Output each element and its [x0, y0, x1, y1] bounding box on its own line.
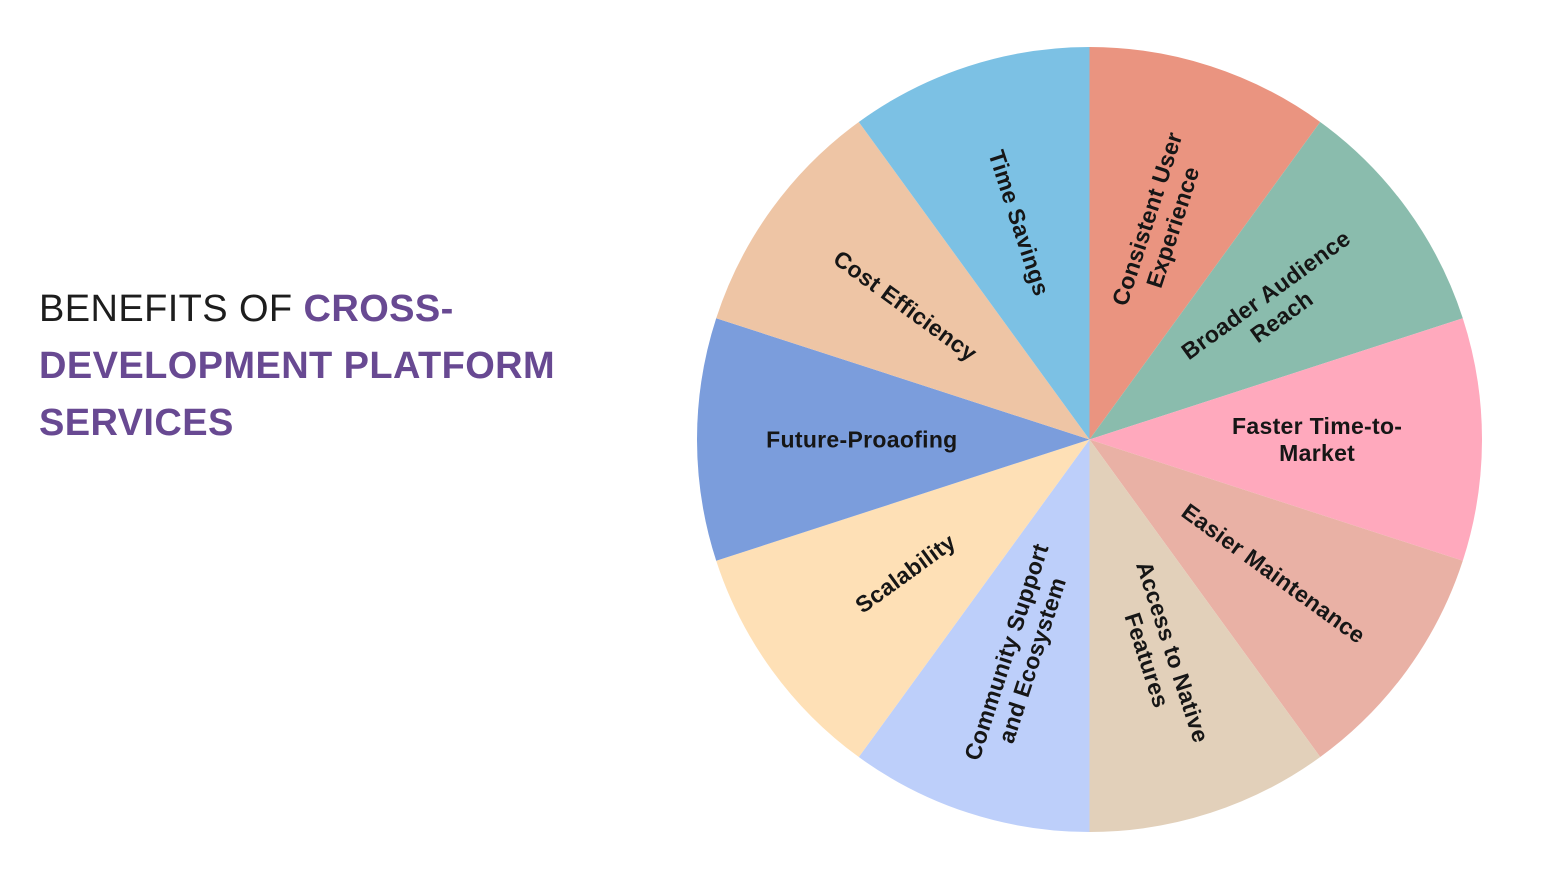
title-highlight-1: CROSS-	[303, 288, 454, 330]
pie-slice-cost-efficiency	[716, 121, 1090, 440]
pie-slice-access-to-native-features	[1089, 439, 1321, 832]
pie-slice-label-faster-time-to-market: Faster Time-to-Market	[1232, 413, 1402, 466]
pie-slice-label-future-proaofing: Future-Proaofing	[766, 427, 957, 453]
pie-slice-time-savings	[858, 47, 1090, 440]
pie-slice-broader-audience-reach	[1089, 121, 1463, 440]
pie-slice-consistent-user-experience	[1089, 47, 1321, 440]
pie-slice-scalability	[716, 439, 1090, 758]
title-prefix: BENEFITS OF	[39, 288, 293, 330]
pie-slice-easier-maintenance	[1089, 439, 1463, 758]
pie-slice-future-proaofing	[697, 318, 1090, 561]
title-highlight-2: DEVELOPMENT PLATFORM	[39, 345, 556, 387]
pie-slice-faster-time-to-market	[1089, 318, 1482, 561]
title-line-1: BENEFITS OF CROSS-	[39, 281, 639, 338]
pie-slice-community-support-and-ecosystem	[858, 439, 1090, 832]
title-highlight-3: SERVICES	[39, 402, 234, 444]
page-title: BENEFITS OF CROSS- DEVELOPMENT PLATFORM …	[39, 281, 639, 452]
